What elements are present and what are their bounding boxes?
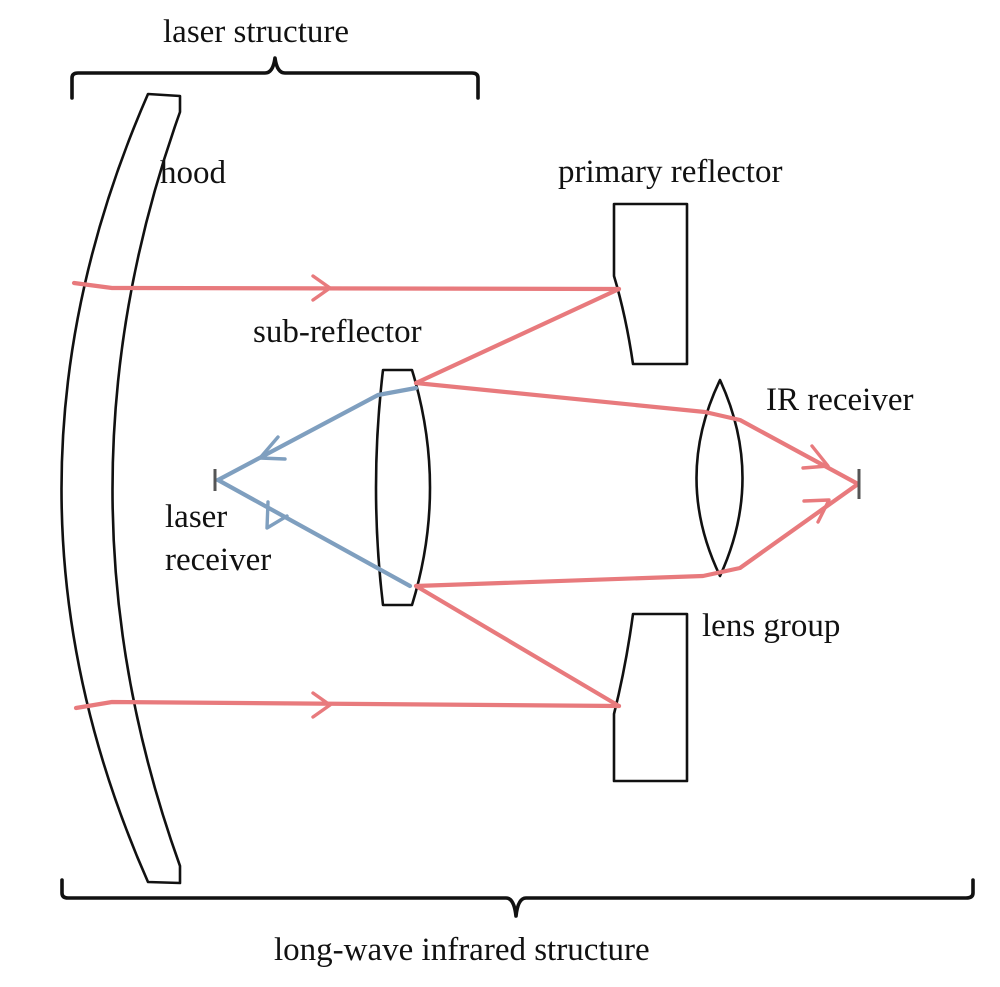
laser-ray-lower [215, 477, 413, 589]
ir-ray-top-arrow-icon [311, 274, 332, 302]
laser-structure-brace [70, 56, 480, 100]
ir-ray-top-to-ir-receiver [413, 380, 861, 487]
label-laser-receiver-line1: laser [165, 499, 227, 535]
lens-group [695, 378, 744, 578]
long-wave-infrared-structure-brace [60, 878, 975, 918]
label-ir-receiver: IR receiver [766, 382, 914, 418]
ir-ray-top-to-sub-reflector [413, 286, 622, 386]
label-laser-receiver-line2: receiver [165, 542, 271, 578]
ir-ray-top-incoming [71, 280, 622, 292]
primary-reflector-bottom [612, 612, 689, 783]
ir-lower-convergence-arrow-icon [802, 498, 831, 524]
ir-ray-bottom-arrow-icon [311, 691, 332, 719]
hood [60, 92, 182, 885]
label-laser-structure: laser structure [163, 14, 349, 50]
label-lens-group: lens group [702, 608, 840, 644]
ir-ray-bottom-incoming [73, 699, 622, 711]
label-hood: hood [160, 155, 227, 191]
ir-upper-convergence-arrow-icon [801, 444, 830, 470]
ir-ray-bottom-to-sub-reflector [413, 583, 622, 709]
primary-reflector-top [612, 202, 689, 366]
laser-ray-upper [215, 385, 419, 483]
ir-ray-bottom-to-ir-receiver [413, 481, 861, 589]
laser-lower-arrow-icon [265, 500, 289, 530]
label-long-wave-infrared-structure: long-wave infrared structure [274, 932, 650, 968]
sub-reflector [374, 368, 432, 607]
label-primary-reflector: primary reflector [558, 154, 782, 190]
label-sub-reflector: sub-reflector [253, 314, 422, 350]
laser-upper-arrow-icon [258, 435, 287, 461]
